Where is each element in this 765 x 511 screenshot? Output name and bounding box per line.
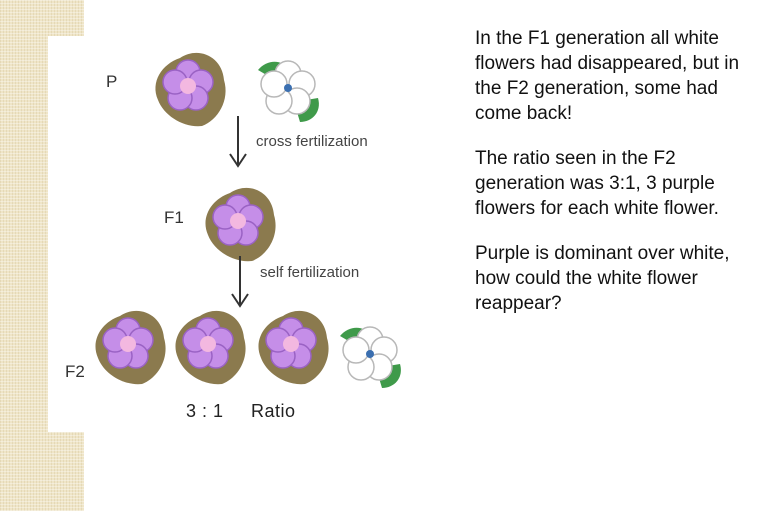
explanation-text: In the F1 generation all white flowers h… — [475, 26, 745, 336]
f2-generation-label: F2 — [65, 362, 85, 381]
diagram-drawing — [94, 52, 402, 389]
self-fertilization-arrow — [231, 255, 249, 307]
f1-generation-label: F1 — [164, 208, 184, 227]
self-fertilization-label: self fertilization — [260, 264, 360, 281]
p-purple-flower — [154, 52, 227, 127]
cross-fertilization-arrow — [229, 115, 247, 167]
paragraph-ratio: The ratio seen in the F2 generation was … — [475, 148, 719, 219]
paragraph-question: Purple is dominant over white, how could… — [475, 243, 730, 314]
f2-purple-flower — [94, 310, 167, 385]
f2-purple-flower — [257, 310, 330, 385]
f2-white-flower — [339, 326, 402, 389]
genetics-diagram: P cross fertilization F1 self fertilizat… — [48, 36, 450, 432]
p-white-flower — [257, 60, 320, 123]
f1-purple-flower — [204, 187, 277, 262]
paragraph-f1-f2: In the F1 generation all white flowers h… — [475, 28, 740, 124]
ratio-value: 3 : 1 — [186, 401, 224, 421]
ratio-word: Ratio — [251, 401, 296, 421]
cross-fertilization-label: cross fertilization — [256, 133, 368, 150]
p-generation-label: P — [106, 72, 118, 91]
f2-purple-flower — [174, 310, 247, 385]
